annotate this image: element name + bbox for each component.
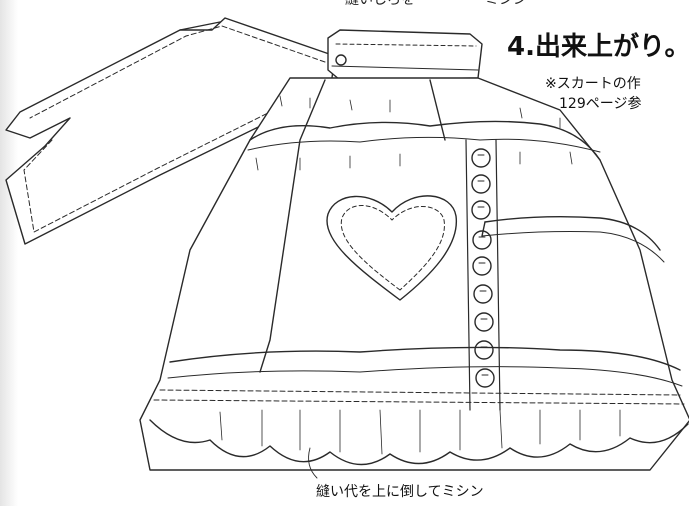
seam-caption: 縫い代を上に倒してミシン (316, 484, 484, 500)
note-line-1: ※スカートの作 (545, 76, 641, 92)
lace-trim (465, 139, 501, 411)
sash-ribbon (5, 17, 336, 245)
note-line-2: 129ページ参 (559, 96, 642, 112)
waistband-button-icon (335, 54, 347, 66)
waistband (327, 29, 483, 81)
top-cut-caption: 縫いしろを ミシン (345, 0, 527, 8)
callout-line (308, 447, 318, 479)
step-title: 4.出来上がり。 (507, 32, 689, 62)
reference-note: ※スカートの作 129ページ参 (545, 74, 641, 114)
heart-applique (326, 195, 457, 301)
